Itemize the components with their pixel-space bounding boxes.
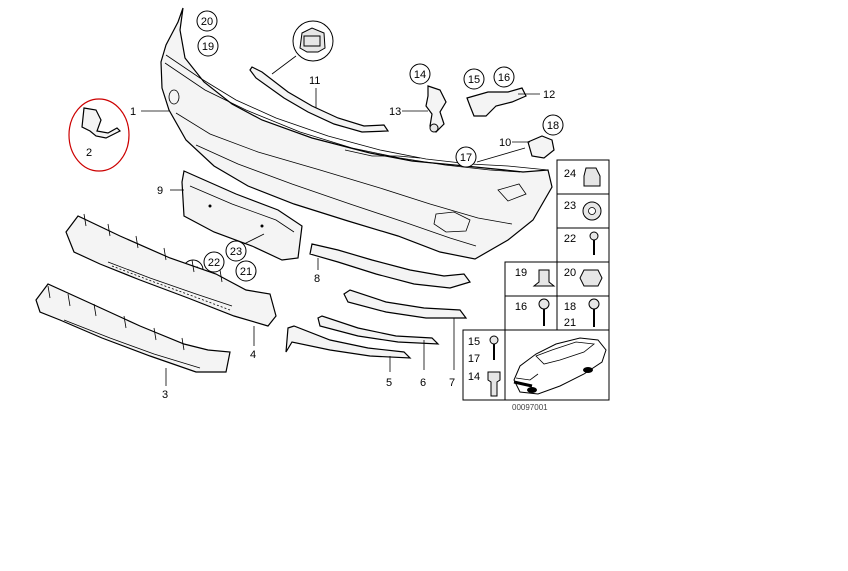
label-4: 4 <box>250 349 256 361</box>
screw-icon <box>589 231 599 241</box>
part-5-duct[interactable]: 5 <box>285 325 412 389</box>
grille-3-shape <box>35 283 231 373</box>
trim-8-shape <box>309 243 471 289</box>
tow-hook-cover <box>168 89 180 105</box>
part-3-grille[interactable]: 3 <box>35 283 231 401</box>
label-11: 11 <box>309 75 320 87</box>
part-9-plate-base[interactable]: 9 <box>157 170 303 261</box>
fastener-legend: 24 23 22 19 20 16 18 21 15 17 14 <box>462 159 610 412</box>
label-1: 1 <box>130 106 136 118</box>
duct-5-shape <box>285 325 412 359</box>
clip-detail-shape <box>299 27 326 53</box>
legend-21: 21 <box>564 317 576 329</box>
highlight-circle <box>68 98 130 172</box>
label-13: 13 <box>389 106 401 118</box>
strip-shape <box>249 66 390 133</box>
part-12-sensor[interactable]: 15 16 12 <box>463 66 555 117</box>
callout-16: 16 <box>498 72 510 84</box>
label-10: 10 <box>499 137 511 149</box>
nut-icon <box>579 269 603 287</box>
clip-nut-icon <box>532 269 556 287</box>
rivet-icon <box>487 371 501 397</box>
callout-23: 23 <box>230 246 242 258</box>
legend-23: 23 <box>564 200 576 212</box>
sensor-12-shape <box>466 87 527 117</box>
fog-light-opening <box>433 211 471 233</box>
duct-7-shape <box>343 289 468 319</box>
callout-14: 14 <box>414 69 426 81</box>
label-12: 12 <box>543 89 555 101</box>
part-6-duct[interactable]: 6 <box>317 315 440 389</box>
legend-14: 14 <box>468 371 480 383</box>
part-8-trim[interactable]: 8 <box>309 243 471 289</box>
callout-20: 20 <box>201 16 213 28</box>
cap-icon <box>583 167 601 187</box>
part-2-shape <box>81 107 122 139</box>
part-7-duct[interactable]: 7 <box>343 289 468 389</box>
callout-22: 22 <box>208 257 220 269</box>
doc-number: 00097001 <box>512 403 548 412</box>
legend-17: 17 <box>468 353 480 365</box>
legend-19: 19 <box>515 267 527 279</box>
callout-19: 19 <box>202 41 214 53</box>
callout-17: 17 <box>460 152 472 164</box>
label-2: 2 <box>86 147 92 159</box>
legend-24: 24 <box>564 168 576 180</box>
part-1-bumper[interactable]: 1 <box>130 7 553 260</box>
part-13-bracket[interactable]: 14 13 <box>389 63 447 133</box>
duct-6-shape <box>317 315 440 345</box>
sensor-10-shape <box>527 135 555 159</box>
part-11-strip[interactable]: 11 <box>249 20 390 133</box>
callout-21: 21 <box>240 266 252 278</box>
side-marker-opening <box>497 183 527 202</box>
callout-15: 15 <box>468 74 480 86</box>
legend-22: 22 <box>564 233 576 245</box>
label-6: 6 <box>420 377 426 389</box>
label-7: 7 <box>449 377 455 389</box>
label-8: 8 <box>314 273 320 285</box>
label-9: 9 <box>157 185 163 197</box>
legend-15: 15 <box>468 336 480 348</box>
callout-18: 18 <box>547 120 559 132</box>
legend-16: 16 <box>515 301 527 313</box>
label-3: 3 <box>162 389 168 401</box>
part-4-grille[interactable]: 4 <box>65 213 277 361</box>
screw-icon-2 <box>588 298 600 310</box>
plate-base-shape <box>181 170 303 261</box>
part-10-sensor[interactable]: 18 10 <box>499 114 564 159</box>
grille-4-shape <box>65 215 277 327</box>
legend-20: 20 <box>564 267 576 279</box>
label-5: 5 <box>386 377 392 389</box>
bumper-shell <box>160 7 553 260</box>
part-2-highlight[interactable]: 2 <box>68 98 130 172</box>
legend-18: 18 <box>564 301 576 313</box>
bolt-icon <box>538 298 550 310</box>
car-thumbnail-icon <box>513 337 607 395</box>
